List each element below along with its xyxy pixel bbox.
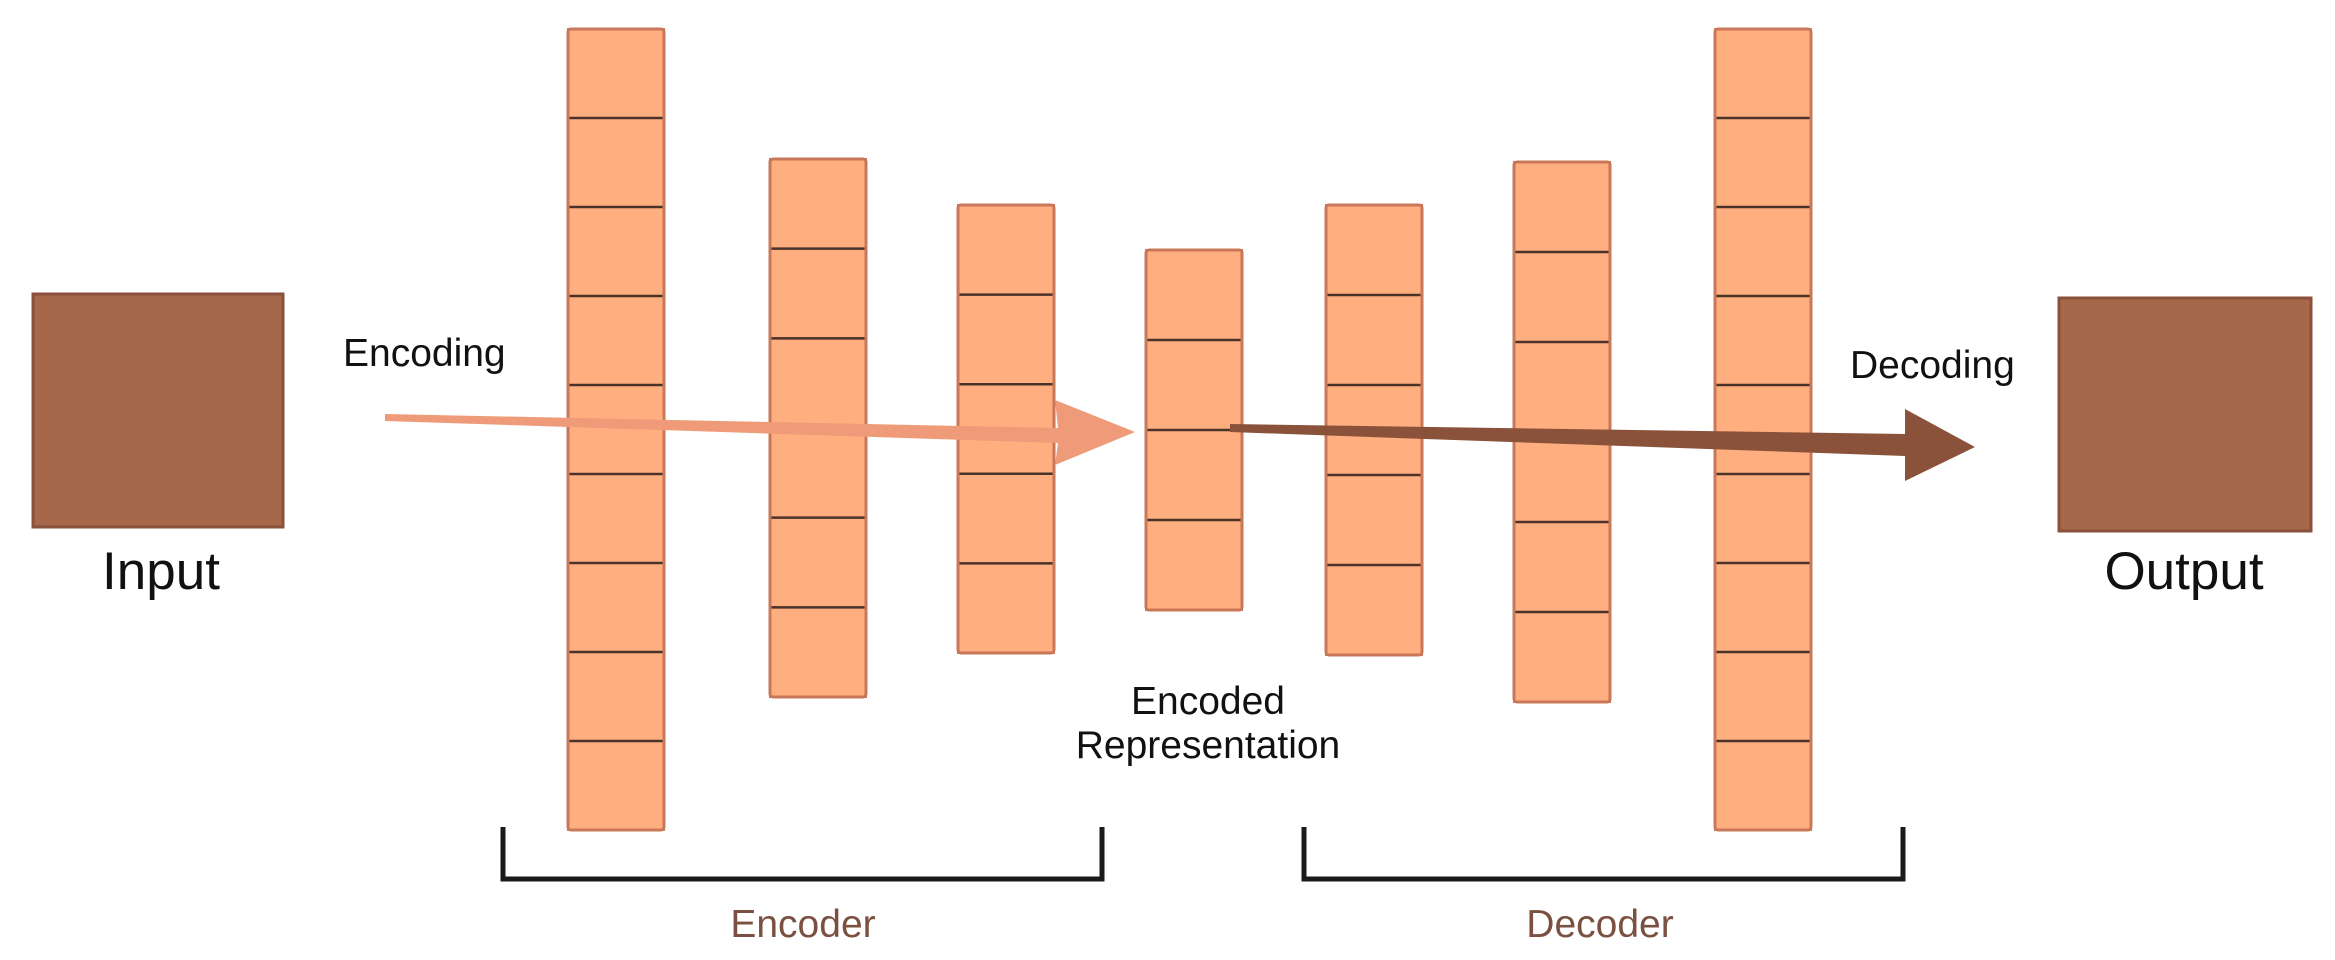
encoder-layer-2 [768,157,868,699]
neuron-unit [567,473,665,564]
decoding-label: Decoding [1850,344,2015,387]
output-label: Output [2104,542,2263,601]
neuron-unit [1325,474,1423,566]
neuron-unit [1513,611,1611,703]
neuron-unit [1714,651,1812,742]
neuron-unit [1145,429,1243,521]
neuron-unit [957,293,1055,386]
neuron-unit [769,158,867,250]
neuron-unit [769,427,867,519]
decoding-arrow [1230,409,1975,481]
input-box [31,292,285,529]
neuron-unit [1513,341,1611,433]
neuron-unit [567,295,665,386]
neuron-unit [1714,384,1812,475]
layer-border [1713,27,1813,832]
neuron-unit [567,651,665,742]
neuron-unit [1714,740,1812,831]
neuron-unit [957,472,1055,565]
neuron-unit [1714,28,1812,119]
encoded-representation-label-line1: Encoded [1131,680,1285,723]
encoder-bracket [500,827,1105,882]
neuron-unit [1714,117,1812,208]
neuron-unit [567,117,665,208]
neuron-unit [769,516,867,609]
encoder-layer-1 [566,27,666,832]
neuron-unit [1513,251,1611,343]
neuron-unit [1714,206,1812,297]
neuron-unit [957,562,1055,655]
neuron-unit [1325,294,1423,386]
neuron-unit [1513,161,1611,253]
neuron-unit [1714,473,1812,564]
neuron-unit [769,337,867,430]
neuron-unit [1145,519,1243,611]
layer-columns [566,27,1813,832]
neuron-unit [1325,204,1423,296]
neuron-unit [769,247,867,340]
neuron-unit [957,204,1055,296]
neuron-unit [1513,521,1611,613]
neuron-unit [567,740,665,831]
output-box [2057,296,2313,533]
decoder-bracket [1301,827,1906,882]
neuron-unit [567,206,665,297]
neuron-unit [769,606,867,698]
neuron-unit [1714,295,1812,386]
decoder-label: Decoder [1526,903,1673,946]
encoding-label: Encoding [343,332,506,375]
neuron-unit [1714,562,1812,653]
neuron-unit [1325,564,1423,656]
decoder-layer-7 [1713,27,1813,832]
neuron-unit [1145,249,1243,341]
encoded-representation-label-line2: Representation [1076,724,1341,767]
neuron-unit [1513,431,1611,523]
neuron-unit [1145,339,1243,431]
encoding-arrow [385,400,1135,465]
neuron-unit [567,28,665,119]
input-label: Input [102,542,220,601]
neuron-unit [567,562,665,653]
bottleneck-layer-4 [1144,248,1244,612]
encoder-label: Encoder [730,903,875,946]
